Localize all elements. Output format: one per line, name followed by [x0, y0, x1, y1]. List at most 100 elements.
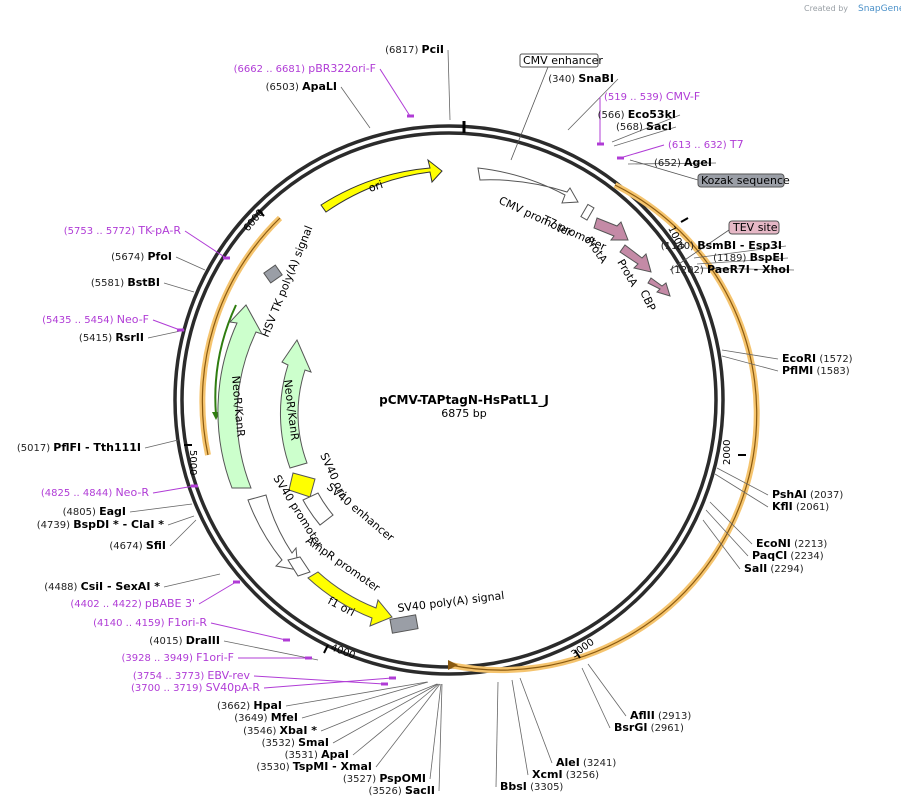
kozak-box[interactable]	[697, 173, 785, 188]
t7-promoter-feature[interactable]	[580, 203, 595, 221]
sv40-polya-feature[interactable]	[389, 614, 419, 634]
neor-kanr-outer-feature[interactable]	[217, 304, 264, 489]
site-label[interactable]: (5674) PfoI	[111, 250, 172, 263]
plasmid-name: pCMV-TAPtagN-HsPatL1_J	[379, 393, 549, 408]
site-label[interactable]: (3662) HpaI	[217, 699, 282, 712]
site-label[interactable]: (566) Eco53kI	[598, 108, 676, 121]
site-label[interactable]: (1140) BsmBI - Esp3I	[661, 239, 782, 252]
site-label[interactable]: (6503) ApaLI	[266, 80, 337, 93]
feature-label-ori: ori	[367, 178, 385, 195]
site-label[interactable]: SalI (2294)	[744, 562, 804, 575]
primer-label[interactable]: (4140 .. 4159) F1ori-R	[93, 616, 207, 629]
site-label[interactable]: (3526) SacII	[369, 784, 436, 797]
site-label[interactable]: (340) SnaBI	[548, 72, 614, 85]
site-label[interactable]: EcoNI (2213)	[756, 537, 827, 550]
site-label[interactable]: (5581) BstBI	[91, 276, 160, 289]
prota-2-feature[interactable]	[619, 244, 652, 273]
feature-label-cbp: CBP	[637, 288, 658, 314]
site-label[interactable]: (3531) ApaI	[285, 748, 349, 761]
site-label[interactable]: AleI (3241)	[556, 756, 616, 769]
site-leader	[352, 683, 440, 756]
site-label[interactable]: (652) AgeI	[654, 156, 712, 169]
credit-brand[interactable]: SnapGene	[858, 4, 901, 14]
primer-label[interactable]: (4825 .. 4844) Neo-R	[41, 486, 150, 499]
site-leader	[175, 256, 206, 271]
primer-label[interactable]: (5435 .. 5454) Neo-F	[42, 313, 149, 326]
site-leader	[285, 681, 428, 707]
primer-mark	[389, 676, 396, 680]
plasmid-size: 6875 bp	[441, 407, 486, 420]
neor-kanr-inner-feature[interactable]	[279, 338, 312, 469]
site-label[interactable]: (3649) MfeI	[234, 711, 298, 724]
orf-arrowhead-main	[448, 660, 458, 670]
site-leader	[163, 573, 221, 588]
site-label[interactable]: (5415) RsrII	[79, 331, 144, 344]
primer-leader	[263, 677, 393, 689]
site-label[interactable]: BbsI (3305)	[500, 780, 563, 793]
site-label[interactable]: (4488) CsiI - SexAI *	[44, 580, 160, 593]
primer-label[interactable]: (4402 .. 4422) pBABE 3'	[70, 597, 195, 610]
site-label[interactable]: BsrGI (2961)	[614, 721, 684, 734]
primer-label[interactable]: (3700 .. 3719) SV40pA-R	[131, 681, 260, 694]
primer-mark	[283, 638, 290, 642]
site-label[interactable]: PshAI (2037)	[772, 488, 843, 501]
site-label[interactable]: (4805) EagI	[63, 505, 126, 518]
primer-label[interactable]: (519 .. 539) CMV-F	[604, 90, 700, 103]
site-label[interactable]: AflII (2913)	[630, 709, 691, 722]
site-label[interactable]: (4739) BspDI * - ClaI *	[37, 518, 164, 531]
primer-label[interactable]: (613 .. 632) T7	[668, 138, 744, 151]
tick-label: 4000	[329, 642, 357, 661]
site-label[interactable]: KflI (2061)	[772, 500, 829, 513]
cbp-feature[interactable]	[647, 277, 671, 297]
site-label[interactable]: (1189) BspEI	[713, 251, 784, 264]
site-label[interactable]: (3530) TspMI - XmaI	[256, 760, 372, 773]
primer-label[interactable]: (3754 .. 3773) EBV-rev	[133, 669, 251, 682]
site-label[interactable]: (1202) PaeR7I - XhoI	[671, 263, 791, 276]
primer-mark	[597, 142, 604, 146]
primer-leader	[152, 319, 181, 331]
primer-mark	[177, 328, 184, 332]
site-label[interactable]: (5017) PflFI - Tth111I	[17, 441, 141, 454]
primer-mark	[617, 156, 624, 160]
site-label[interactable]: (6817) PciI	[385, 43, 444, 56]
site-label[interactable]: XcmI (3256)	[532, 768, 599, 781]
sv40-enhancer-feature[interactable]	[302, 492, 334, 526]
feature-label-sv40-polya: SV40 poly(A) signal	[397, 589, 505, 615]
primer-label[interactable]: (6662 .. 6681) pBR322ori-F	[234, 62, 376, 75]
credit-prefix: Created by	[804, 4, 848, 13]
primer-label[interactable]: (5753 .. 5772) TK-pA-R	[64, 224, 182, 237]
ori-feature[interactable]	[320, 158, 443, 213]
primer-leader	[198, 581, 237, 605]
site-label[interactable]: (3546) XbaI *	[243, 724, 317, 737]
primer-mark	[407, 114, 414, 118]
site-label[interactable]: (3532) SmaI	[262, 736, 329, 749]
site-label[interactable]: PaqCI (2234)	[752, 549, 824, 562]
site-label[interactable]: PflMI (1583)	[782, 364, 850, 377]
cmv-promoter-feature[interactable]	[477, 167, 579, 204]
site-label[interactable]: EcoRI (1572)	[782, 352, 853, 365]
cmv-enhancer-box[interactable]	[519, 53, 599, 68]
primer-leader	[184, 230, 227, 259]
prota-1-feature[interactable]	[593, 217, 629, 241]
site-leader	[447, 49, 451, 121]
primer-leader	[253, 675, 385, 685]
site-label[interactable]: (4015) DraIII	[149, 634, 220, 647]
primer-label[interactable]: (3928 .. 3949) F1ori-F	[121, 651, 234, 664]
tick-mark	[680, 217, 689, 223]
site-leader	[716, 467, 769, 496]
site-label[interactable]: (3527) PspOMI	[343, 772, 426, 785]
site-label[interactable]: (4674) SfiI	[109, 539, 166, 552]
f1-ori-feature[interactable]	[307, 571, 393, 627]
tick-mark	[574, 649, 581, 659]
ampr-promoter-feature[interactable]	[287, 556, 311, 577]
tev-site-box[interactable]	[728, 220, 780, 235]
primer-leader	[152, 485, 195, 494]
site-leader	[129, 503, 193, 513]
site-leader	[223, 640, 319, 661]
feature-label-hsv-tk-polya: HSV TK poly(A) signal	[259, 224, 316, 339]
site-label[interactable]: (568) SacI	[616, 120, 672, 133]
orf-line-left	[201, 217, 281, 456]
site-leader	[721, 349, 779, 360]
primer-mark	[381, 682, 388, 686]
hsv-tk-polya-feature[interactable]	[263, 264, 283, 284]
